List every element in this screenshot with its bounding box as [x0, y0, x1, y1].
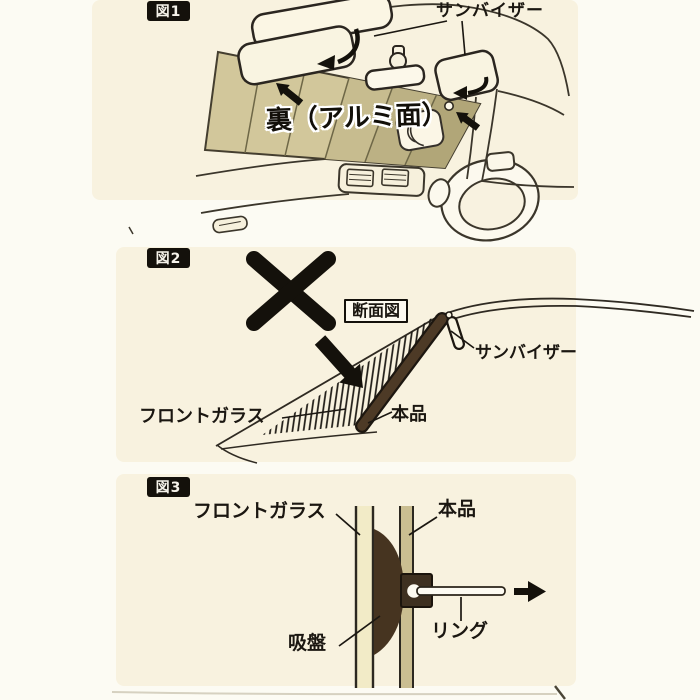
- scan-edge-tick: [554, 685, 566, 700]
- ring-pull-rod: [416, 586, 506, 596]
- right-arrow-icon: [514, 581, 546, 602]
- fig3-leader-lines: [335, 513, 462, 647]
- black-pointer-arrow-left-icon: [276, 83, 304, 106]
- fig1-leader-lines: [373, 20, 466, 56]
- fig3-windshield-label: フロントガラス: [193, 500, 326, 522]
- figure1-drawing-car-interior: [92, 0, 578, 242]
- shade-hole-right: [443, 101, 454, 112]
- rearview-mirror: [364, 45, 426, 91]
- fig3-suction-cup-label: 吸盤: [288, 632, 327, 654]
- x-mark-icon: [246, 251, 336, 331]
- black-pointer-arrow-right-icon: [456, 112, 481, 131]
- fig1-sun-visor-label: サンバイザー: [436, 1, 544, 21]
- steering-wheel: [427, 158, 540, 242]
- figure2-badge: 図2: [147, 248, 190, 268]
- side-mirror: [485, 151, 516, 172]
- sun-visor-left: [237, 25, 356, 86]
- product-cross-section-bar: [355, 312, 449, 433]
- figure2-drawing-cross-section-wrong-usage: [116, 247, 695, 464]
- suction-cup-dome: [374, 529, 404, 655]
- curved-rotation-arrow-right-icon: [453, 76, 489, 100]
- fig2-windshield-label: フロントガラス: [139, 406, 265, 427]
- curved-rotation-arrow-left-icon: [317, 28, 360, 70]
- figure1-badge: 図1: [147, 1, 190, 21]
- fig2-paper-wash: [116, 247, 576, 462]
- fig2-product-label: 本品: [391, 404, 427, 425]
- center-console-vents: [337, 163, 426, 197]
- fig1-back-aluminum-label: 裏（アルミ面）: [265, 99, 449, 137]
- thick-down-right-arrow-icon: [314, 335, 363, 388]
- fig2-cross-section-label: 断面図: [344, 299, 409, 324]
- scan-edge-line: [111, 691, 558, 696]
- fig2-leader-lines: [281, 330, 475, 424]
- sun-visor-cross-section: [445, 311, 465, 350]
- windshield-glass-bar: [354, 506, 375, 688]
- windshield-section-lines: [215, 297, 695, 464]
- fig2-sun-visor-label: サンバイザー: [475, 343, 577, 363]
- mirror-mount-detail: [395, 108, 445, 152]
- fig3-ring-label: リング: [431, 620, 489, 642]
- figure3-drawing-suction-cup-ring: [111, 474, 576, 700]
- fig3-product-label: 本品: [438, 498, 477, 520]
- figure3-badge: 図3: [147, 477, 190, 497]
- fig3-paper-wash: [116, 474, 576, 686]
- dash-sensor-pill: [212, 215, 248, 234]
